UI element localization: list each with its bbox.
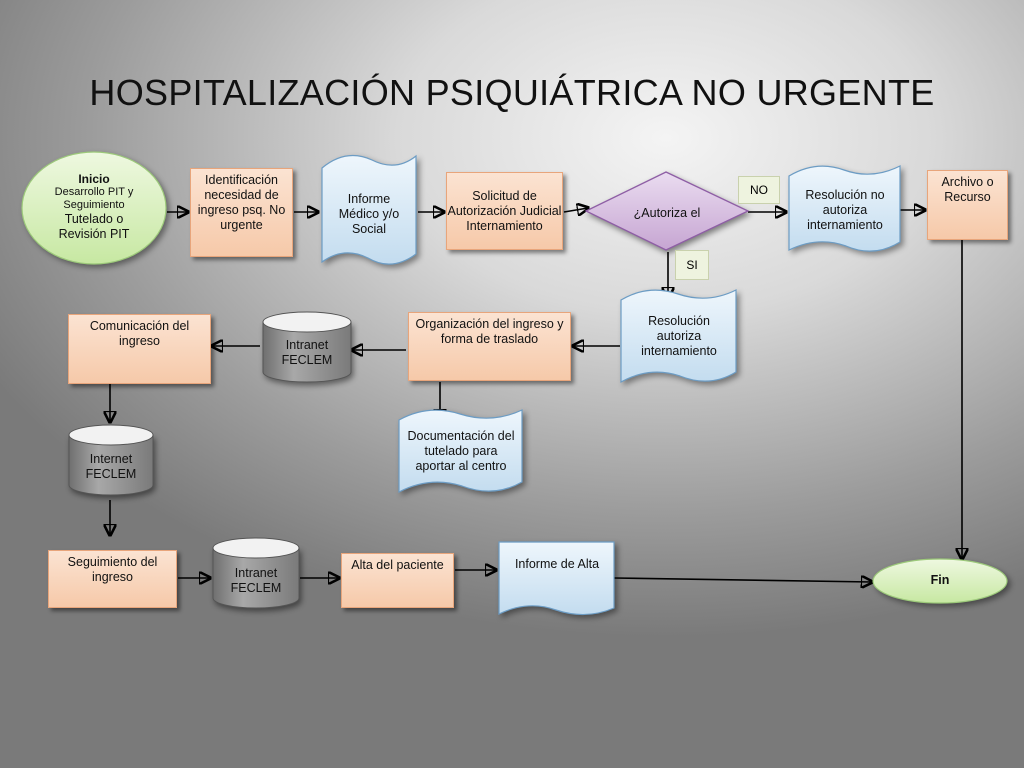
fin-label: Fin — [930, 572, 950, 587]
page-title: HOSPITALIZACIÓN PSIQUIÁTRICA NO URGENTE — [89, 72, 935, 113]
no-label: NO — [738, 176, 780, 204]
inicio-line3: Tutelado o — [64, 211, 124, 226]
inicio-line4: Revisión PIT — [58, 226, 130, 241]
informe-alta-document — [498, 541, 615, 616]
fin-terminal — [872, 558, 1008, 604]
internet-label: Internet FECLEM — [85, 452, 137, 481]
alta-process: Alta del paciente — [341, 553, 454, 608]
arrow-informe-fin — [613, 578, 872, 582]
resolucion-si-label: Resolución autoriza internamiento — [641, 313, 717, 358]
inicio-line1: Desarrollo PIT y — [54, 185, 134, 198]
solicitud-process: Solicitud de Autorización Judicial Inter… — [446, 172, 563, 250]
inicio-line2: Seguimiento — [63, 198, 125, 211]
inicio-terminal — [21, 151, 167, 265]
intranet-2-database — [212, 537, 300, 609]
inicio-text: Inicio Desarrollo PIT y Seguimiento Tute… — [36, 168, 152, 246]
seguimiento-label: Seguimiento del ingreso — [67, 555, 158, 584]
intranet-1-database — [262, 311, 352, 383]
resolucion-no-label: Resolución no autoriza internamiento — [805, 187, 885, 232]
organizacion-label: Organización del ingreso y forma de tras… — [415, 317, 564, 346]
identificacion-label: Identificación necesidad de ingreso psq.… — [197, 173, 286, 232]
alta-label: Alta del paciente — [351, 558, 444, 572]
autoriza-label: ¿Autoriza el — [633, 205, 701, 220]
documentacion-label: Documentación del tutelado para aportar … — [407, 428, 515, 473]
archivo-label: Archivo o Recurso — [941, 175, 994, 204]
internet-database — [68, 424, 154, 496]
informe-alta-label: Informe de Alta — [514, 556, 600, 571]
solicitud-label: Solicitud de Autorización Judicial Inter… — [447, 188, 562, 233]
comunicacion-process: Comunicación del ingreso — [68, 314, 211, 384]
identificacion-process: Identificación necesidad de ingreso psq.… — [190, 168, 293, 257]
resolucion-si-document — [620, 289, 737, 384]
inicio-heading: Inicio — [78, 171, 110, 186]
informe-medico-label: Informe Médico y/o Social — [338, 192, 400, 236]
autoriza-decision — [584, 171, 750, 251]
comunicacion-label: Comunicación del ingreso — [89, 319, 190, 348]
resolucion-no-document — [788, 165, 901, 252]
archivo-process: Archivo o Recurso — [927, 170, 1008, 240]
intranet-2-label: Intranet FECLEM — [230, 566, 282, 595]
organizacion-process: Organización del ingreso y forma de tras… — [408, 312, 571, 381]
intranet-1-label: Intranet FECLEM — [281, 338, 333, 367]
documentacion-document — [398, 409, 523, 493]
seguimiento-process: Seguimiento del ingreso — [48, 550, 177, 608]
arrow-solicitud-autoriza — [563, 208, 588, 212]
informe-medico-document — [321, 154, 417, 265]
si-label: SI — [675, 250, 709, 280]
